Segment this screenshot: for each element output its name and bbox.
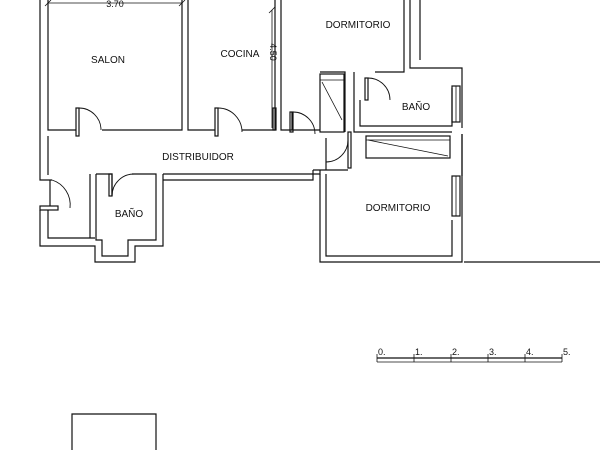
entry-door (39, 179, 71, 211)
label-salon: SALON (91, 55, 125, 66)
bano-left-door (111, 173, 135, 197)
bottom-partial-shape (71, 413, 157, 450)
salon-door (78, 107, 102, 131)
dormitorio-bottom-walls (319, 134, 463, 263)
scale-tick-label: 3. (489, 347, 497, 357)
closet-bottom (365, 135, 451, 159)
distribuidor-door (325, 139, 349, 163)
bano-top-door (367, 77, 391, 101)
bano-left-walls (39, 173, 164, 263)
scale-tick-label: 4. (526, 347, 534, 357)
distribuidor-walls (39, 131, 352, 206)
salon-walls (39, 0, 215, 137)
dormitorio-top-walls (289, 0, 463, 133)
scale-tick-label: 0. (378, 347, 386, 357)
label-bano-top: BAÑO (402, 100, 431, 113)
label-dormitorio-bottom: DORMITORIO (366, 203, 431, 214)
dimension-width: 3.70 (44, 0, 186, 9)
scale-bar: 0. 1. 2. 3. 4. 5. (376, 347, 571, 363)
scale-tick-label: 2. (452, 347, 460, 357)
dimension-height: 4.50 (268, 6, 278, 128)
cocina-door (217, 107, 243, 133)
label-bano-left: BAÑO (115, 207, 144, 220)
bano-top-walls (353, 72, 461, 133)
closet-top (319, 73, 345, 133)
cocina-walls (214, 0, 292, 137)
label-distribuidor: DISTRIBUIDOR (162, 152, 234, 163)
dimension-height-label: 4.50 (268, 43, 278, 61)
label-dormitorio-top: DORMITORIO (326, 20, 391, 31)
dimension-width-label: 3.70 (106, 0, 124, 9)
scale-tick-label: 1. (415, 347, 423, 357)
dormitorio-top-door (292, 111, 316, 135)
label-cocina: COCINA (221, 49, 260, 60)
scale-tick-label: 5. (563, 347, 571, 357)
outer-right-area (419, 0, 600, 263)
